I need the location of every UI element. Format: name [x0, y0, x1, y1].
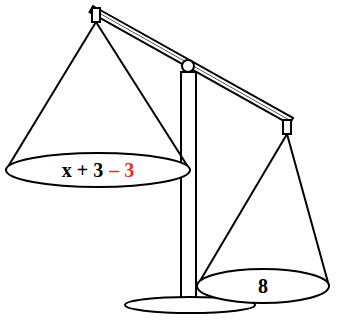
pan-texts: 8 — [196, 268, 330, 304]
scale-beam — [90, 6, 293, 124]
equation-term: x + 3 — [62, 160, 103, 180]
hanger-line — [6, 22, 96, 170]
pan-ellipse — [197, 269, 329, 303]
scale-pan: 8 — [196, 268, 330, 304]
hook — [92, 8, 100, 22]
hook — [283, 120, 291, 134]
scale-post — [181, 72, 196, 302]
equation-term: 8 — [258, 276, 268, 296]
hanger-line — [96, 22, 190, 170]
pan-texts: x + 3 – 3 — [5, 152, 191, 188]
hanger-line — [197, 134, 287, 286]
beam-shade — [92, 9, 291, 121]
pivot — [182, 60, 194, 72]
scale-pan: x + 3 – 3 — [5, 152, 191, 188]
pan-ellipse — [6, 153, 190, 187]
hanger-line — [287, 134, 329, 286]
equation-term: – 3 — [109, 160, 134, 180]
